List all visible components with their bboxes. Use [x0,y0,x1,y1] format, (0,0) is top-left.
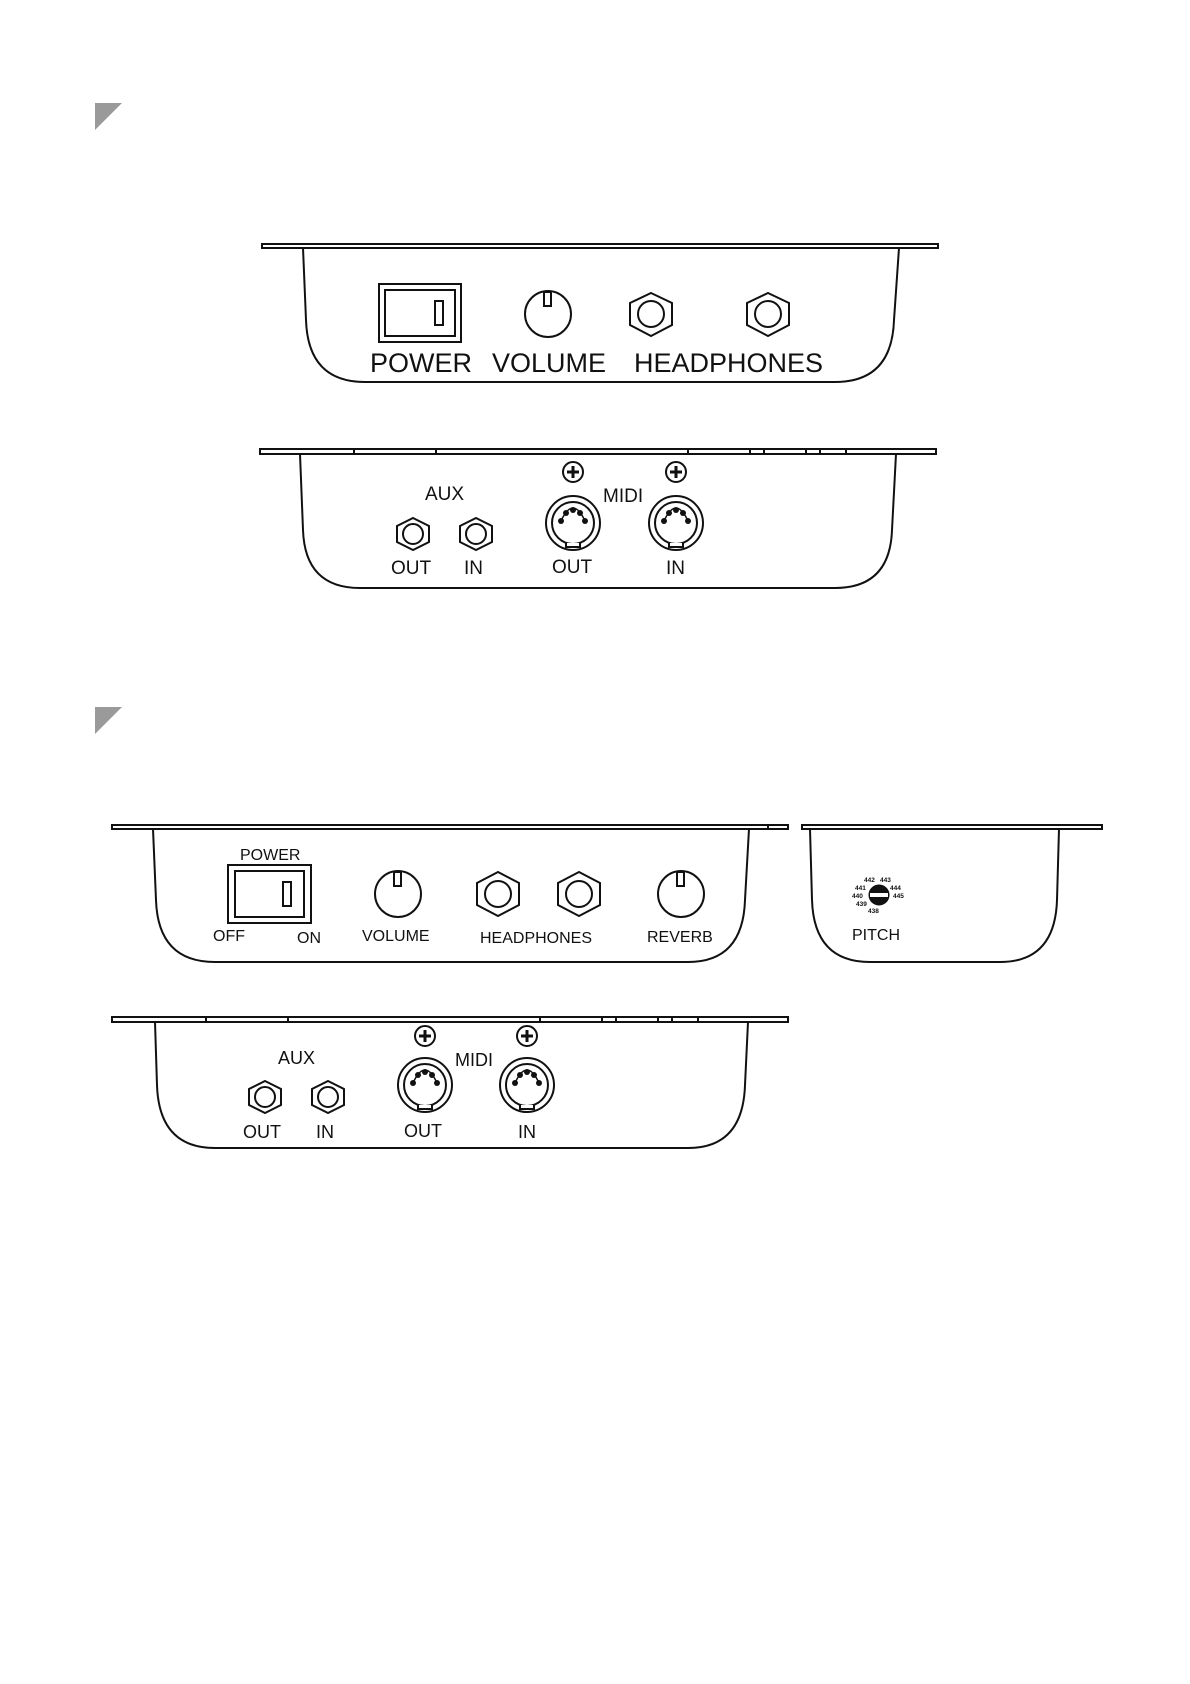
svg-text:439: 439 [856,901,867,908]
headphones-jack-4[interactable] [558,872,600,916]
svg-text:442: 442 [864,877,875,884]
pitch-label: PITCH [852,927,900,944]
aux-in-label: IN [464,558,483,579]
midi-in-label-2: IN [518,1122,536,1142]
aux-in-jack-2[interactable] [312,1081,344,1113]
volume-label: VOLUME [492,348,606,378]
svg-text:443: 443 [880,877,891,884]
midi-in-socket-2[interactable] [500,1058,554,1112]
volume-knob-2[interactable] [375,871,421,917]
aux-in-label-2: IN [316,1122,334,1142]
volume-knob[interactable] [525,291,571,337]
reverb-label: REVERB [647,929,713,946]
headphones-label-2: HEADPHONES [480,930,592,947]
midi-in-screw-icon [666,462,686,482]
section-marker-2 [95,707,122,734]
midi-out-socket-2[interactable] [398,1058,452,1112]
headphones-label: HEADPHONES [634,348,823,378]
midi-in-socket[interactable] [649,496,703,550]
aux-out-label: OUT [391,558,432,579]
svg-text:440: 440 [852,893,863,900]
on-label: ON [297,930,321,947]
aux-label: AUX [425,484,464,505]
pitch-panel: 442 443 441 444 440 445 439 438 PITCH [802,825,1102,962]
pitch-dial[interactable] [869,885,889,905]
midi-out-screw-icon [563,462,583,482]
midi-out-label: OUT [552,557,593,578]
midi-out-socket[interactable] [546,496,600,550]
top-panel-2: POWER OFF ON VOLUME HEADPHONES REVERB [112,825,788,962]
headphones-jack-2[interactable] [747,293,789,336]
svg-text:441: 441 [855,885,866,892]
midi-out-screw-icon-2 [415,1026,435,1046]
headphones-jack-3[interactable] [477,872,519,916]
power-label-2: POWER [240,847,300,864]
power-label: POWER [370,348,472,378]
rear-panel-2: AUX OUT IN MIDI OUT IN [112,1017,788,1148]
svg-text:444: 444 [890,885,901,892]
midi-out-label-2: OUT [404,1121,442,1141]
headphones-jack-1[interactable] [630,293,672,336]
top-panel-1: POWER VOLUME HEADPHONES [262,244,938,382]
aux-out-label-2: OUT [243,1122,281,1142]
aux-out-jack[interactable] [397,518,429,550]
midi-label: MIDI [603,486,643,507]
power-switch-2[interactable] [228,865,311,923]
section-marker-1 [95,103,122,130]
reverb-knob[interactable] [658,871,704,917]
midi-in-screw-icon-2 [517,1026,537,1046]
svg-text:438: 438 [868,908,879,915]
svg-text:445: 445 [893,893,904,900]
aux-label-2: AUX [278,1048,315,1068]
power-switch[interactable] [379,284,461,342]
midi-label-2: MIDI [455,1050,493,1070]
off-label: OFF [213,928,245,945]
aux-out-jack-2[interactable] [249,1081,281,1113]
midi-in-label: IN [666,558,685,579]
rear-panel-1: AUX OUT IN MIDI OUT IN [260,449,936,588]
volume-label-2: VOLUME [362,928,430,945]
aux-in-jack[interactable] [460,518,492,550]
